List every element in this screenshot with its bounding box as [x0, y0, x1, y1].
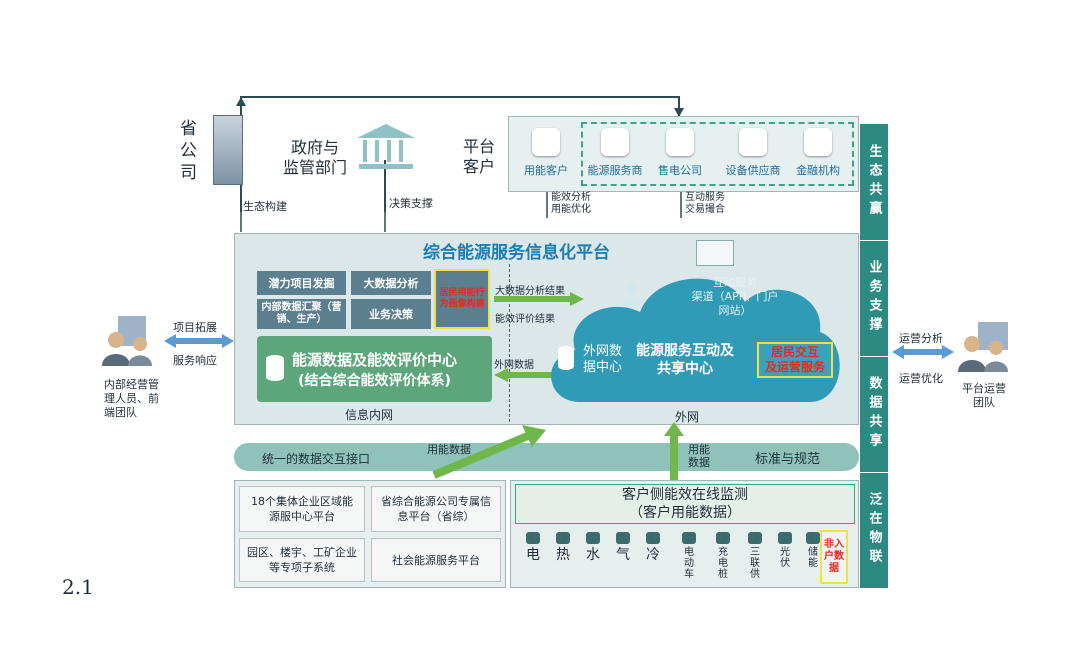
- interface-label: 统一的数据交互接口: [262, 450, 370, 467]
- online-monitoring-box: 客户侧能效在线监测 （客户用能数据）: [515, 484, 855, 524]
- monitor-item-label: 电: [522, 547, 544, 563]
- people-icon: [618, 282, 640, 308]
- monitor-item: 电: [522, 532, 544, 563]
- platform-customer-label: 平台 客户: [463, 137, 495, 177]
- interactive-service-label: 互动服务交易撮合: [685, 192, 725, 216]
- finance-icon: [804, 128, 832, 156]
- database-icon: [264, 354, 286, 382]
- monitor-item: 三联供: [744, 532, 766, 580]
- monitor-item-label: 水: [582, 547, 604, 563]
- monitor-item-label: 充电桩: [718, 547, 729, 580]
- right-double-arrow: [892, 345, 954, 359]
- monitor-item-icon: [806, 532, 820, 544]
- eco-build-label: 生态构建: [243, 198, 287, 214]
- customer-financial: 金融机构: [788, 128, 848, 178]
- side-eco-win: 生态共赢: [860, 128, 888, 236]
- monitor-item-label: 气: [612, 547, 634, 563]
- truck-icon: [601, 128, 629, 156]
- customer-energy-user: 用能客户: [516, 128, 576, 178]
- province-company-label: 省公司: [180, 118, 202, 184]
- cell-internal-data: 内部数据汇聚（营销、生产）: [257, 299, 346, 329]
- government-building-icon: [355, 122, 417, 172]
- ops-optimize-label: 运营优化: [899, 370, 943, 386]
- monitor-item-icon: [682, 532, 696, 544]
- bottom-cell-social: 社会能源服务平台: [371, 538, 501, 582]
- ops-team-icon: [954, 318, 1016, 372]
- bottom-cell-park: 园区、楼宇、工矿企业等专项子系统: [239, 538, 365, 582]
- energy-data-label-2: 用能 数据: [688, 443, 710, 469]
- monitor-item: 气: [612, 532, 634, 563]
- monitor-item: 热: [552, 532, 574, 563]
- non-household-data: 非入户数据: [820, 530, 848, 584]
- side-iot: 泛在物联: [860, 476, 888, 584]
- monitor-item: 光伏: [774, 532, 796, 569]
- cell-resident-profile: 居民用能行为画像构建: [434, 269, 490, 329]
- bottom-cell-regional: 18个集体企业区域能源服中心平台: [239, 486, 365, 532]
- customer-energy-service: 能源服务商: [585, 128, 645, 178]
- inner-data-center: 能源数据及能效评价中心 (结合综合能效评价体系): [257, 336, 492, 402]
- monitor-item-icon: [616, 532, 630, 544]
- extranet-data-center: 外网数 据中心: [583, 344, 622, 376]
- equipment-icon: [739, 128, 767, 156]
- person-icon: [666, 128, 694, 156]
- government-label: 政府与 监管部门: [283, 138, 347, 178]
- monitor-item-label: 储能: [808, 547, 819, 569]
- interactive-channel-label: 互动服务 渠道（APP、门户 网站）: [680, 276, 790, 318]
- monitor-item-label: 电动车: [684, 547, 695, 580]
- service-response-label: 服务响应: [173, 352, 217, 368]
- customer-electricity-company: 售电公司: [650, 128, 710, 178]
- monitor-item-icon: [748, 532, 762, 544]
- monitor-item: 充电桩: [712, 532, 734, 580]
- arrow-energy-data: [426, 425, 546, 480]
- interaction-share-center: 能源服务互动及 共享中心: [636, 342, 734, 378]
- monitor-item-label: 光伏: [780, 547, 791, 569]
- cell-big-data: 大数据分析: [351, 271, 431, 295]
- internal-staff-icon: [100, 314, 160, 366]
- monitor-item-label: 热: [552, 547, 574, 563]
- side-business-support: 业务支撑: [860, 244, 888, 352]
- bottom-cell-provincial: 省综合能源公司专属信息平台（省综）: [371, 486, 501, 532]
- internal-staff-label: 内部经营管 理人员、前 端团队: [104, 378, 159, 420]
- decision-support-label: 决策支撑: [389, 195, 433, 211]
- monitor-item-icon: [646, 532, 660, 544]
- arrow-up-energy: [664, 422, 684, 484]
- customer-equipment-supplier: 设备供应商: [720, 128, 786, 178]
- cell-potential-projects: 潜力项目发掘: [257, 271, 346, 295]
- monitor-item: 电动车: [678, 532, 700, 580]
- monitor-item: 冷: [642, 532, 664, 563]
- building-icon: [213, 115, 243, 185]
- monitor-item: 水: [582, 532, 604, 563]
- ops-team-label: 平台运营 团队: [962, 382, 1006, 410]
- side-divider-2: [860, 356, 888, 357]
- monitor-item-icon: [716, 532, 730, 544]
- left-double-arrow: [164, 334, 234, 348]
- cell-business-decision: 业务决策: [351, 299, 431, 329]
- monitor-items: 电热水气冷 电动车 充电桩 三联供 光伏储能: [516, 532, 856, 586]
- monitor-item-label: 三联供: [750, 547, 761, 580]
- user-group-icon: [532, 128, 560, 156]
- platform-title: 综合能源服务信息化平台: [423, 238, 610, 263]
- monitor-item-icon: [586, 532, 600, 544]
- monitor-item-icon: [526, 532, 540, 544]
- ops-analysis-label: 运营分析: [899, 330, 943, 346]
- side-data-share: 数据共享: [860, 360, 888, 468]
- side-divider-3: [860, 472, 888, 473]
- inner-net-label: 信息内网: [345, 406, 393, 423]
- figure-label: 2.1: [62, 575, 94, 599]
- resident-interaction-box: 居民交互 及运营服务: [757, 342, 833, 378]
- project-expand-label: 项目拓展: [173, 319, 217, 335]
- monitor-item-icon: [778, 532, 792, 544]
- monitor-item-label: 冷: [642, 547, 664, 563]
- efficiency-analysis-label: 能效分析用能优化: [551, 192, 591, 216]
- cloud-database-icon: [556, 345, 576, 371]
- side-divider-1: [860, 240, 888, 241]
- standards-label: 标准与规范: [755, 448, 820, 467]
- monitor-item-icon: [556, 532, 570, 544]
